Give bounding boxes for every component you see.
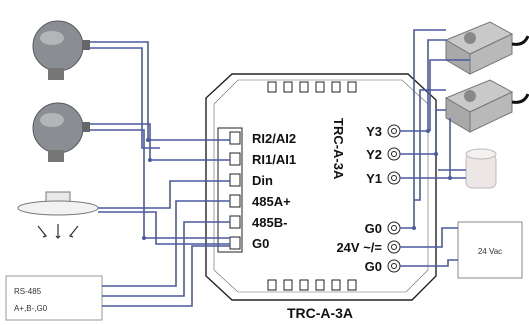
controller-device (205, 73, 437, 301)
temperature-sensor-icon (32, 20, 90, 80)
terminal-label-ri2: RI2/AI2 (252, 131, 296, 146)
power-supply-label: 24 Vac (478, 247, 502, 256)
terminal-label-g0-right-1: G0 (365, 221, 382, 236)
damper-actuator-icon (444, 21, 529, 75)
rs485-pins-label: A+,B-,G0 (14, 304, 48, 313)
right-wiring (400, 29, 470, 267)
temperature-sensor-icon (32, 102, 90, 162)
terminal-label-485b: 485B- (252, 215, 287, 230)
terminal-label-g0-left: G0 (252, 236, 269, 251)
device-model-vertical: TRC-A-3A (331, 118, 346, 180)
terminal-label-y1: Y1 (366, 171, 382, 186)
terminal-label-y3: Y3 (366, 124, 382, 139)
power-supply-box: 24 Vac (457, 221, 523, 279)
terminal-label-g0-right-2: G0 (365, 259, 382, 274)
top-vents (267, 81, 357, 93)
rs485-label: RS-485 (14, 287, 42, 296)
left-terminal-block (217, 127, 243, 253)
terminal-label-485a: 485A+ (252, 194, 291, 209)
left-wiring (90, 41, 230, 307)
terminal-label-din: Din (252, 173, 273, 188)
device-model-label: TRC-A-3A (287, 305, 353, 321)
damper-actuator-icon (444, 79, 529, 133)
terminal-label-24v: 24V ~/= (336, 240, 382, 255)
thermal-valve-actuator-icon (465, 148, 497, 189)
ceiling-diffuser-sensor-icon (17, 191, 99, 239)
terminal-label-ri1: RI1/AI1 (252, 152, 296, 167)
terminal-label-y2: Y2 (366, 147, 382, 162)
rs485-box: RS-485 A+,B-,G0 (5, 275, 103, 321)
bottom-vents (267, 279, 357, 291)
